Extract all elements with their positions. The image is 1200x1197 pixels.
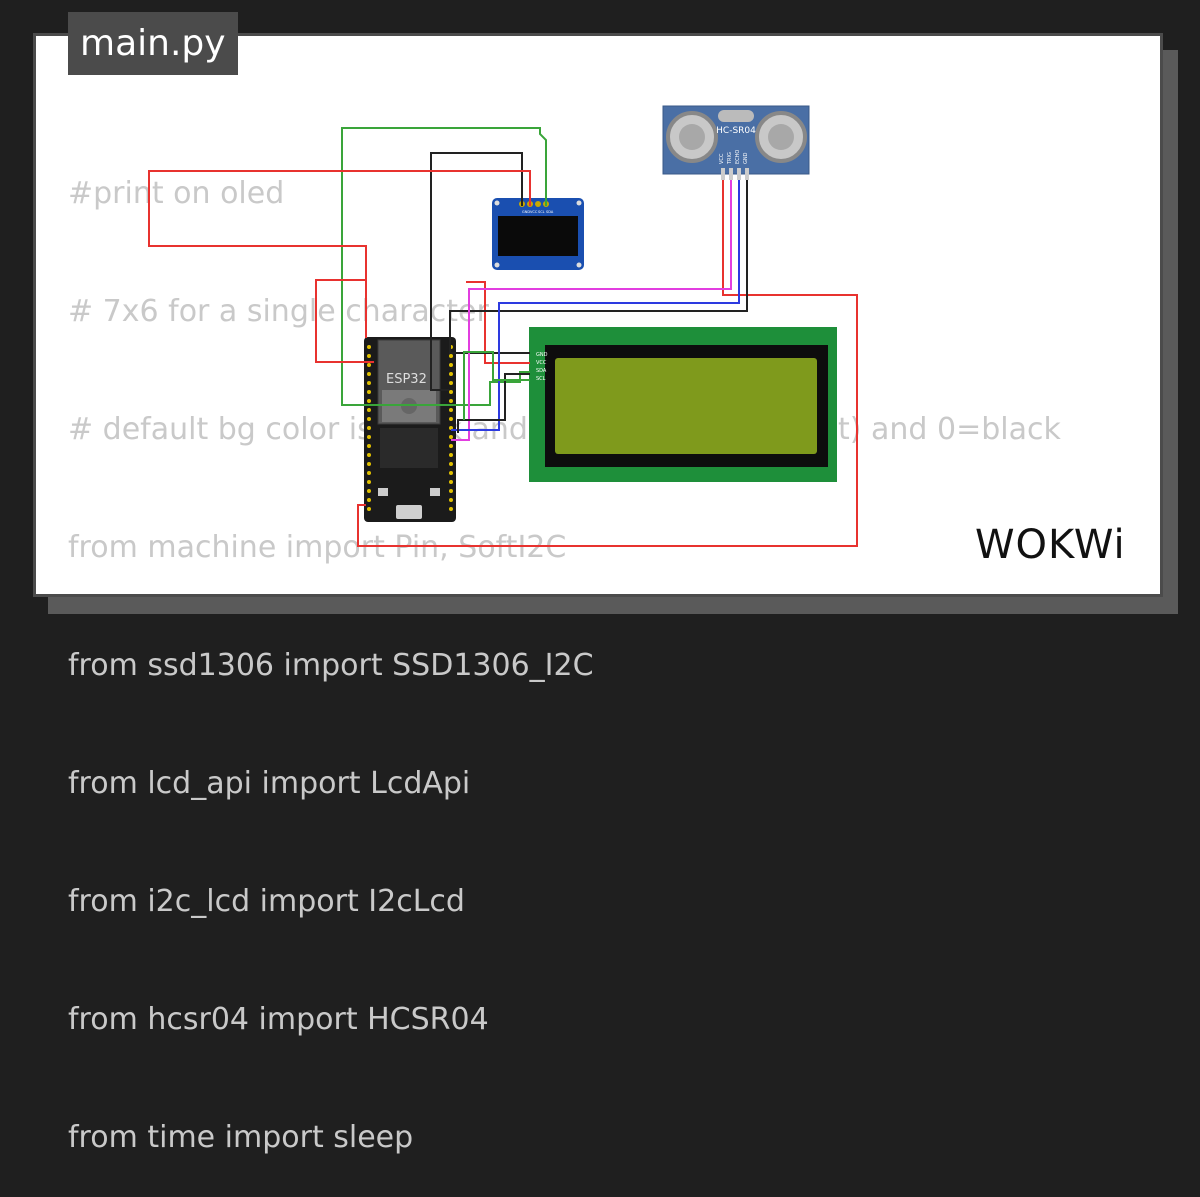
wire-red[interactable] <box>357 180 858 547</box>
esp32-board[interactable]: ESP32 <box>364 337 456 522</box>
lcd-display[interactable]: GND VCC SDA SCL <box>529 327 837 482</box>
wires <box>148 127 858 547</box>
esp32-pin-header-left <box>367 345 371 511</box>
code-line: from lcd_api import LcdApi <box>68 766 471 801</box>
ultrasonic-sensor[interactable]: HC-SR04 VCC TRIG ECHO GND <box>662 105 810 180</box>
wire-green[interactable] <box>463 351 530 420</box>
lcd-pin-label: VCC <box>536 360 547 366</box>
sensor-pin-label: TRIG <box>727 152 733 165</box>
lcd-pin-label: GND <box>536 352 548 358</box>
wire-black[interactable] <box>457 373 530 433</box>
wire-red[interactable] <box>466 281 530 364</box>
code-line: from machine import Pin, SoftI2C <box>68 530 567 565</box>
sensor-pin-label: ECHO <box>735 150 741 164</box>
sensor-label: HC-SR04 <box>716 126 756 136</box>
oled-pin-label: SDA <box>546 210 554 214</box>
wire-red[interactable] <box>148 170 531 338</box>
preview-card <box>33 33 1163 597</box>
wire-green[interactable] <box>341 127 547 406</box>
esp32-label: ESP32 <box>386 372 427 387</box>
sensor-pin-label: GND <box>743 152 749 164</box>
oled-pin-label: GND <box>522 210 530 214</box>
circuit-diagram: HC-SR04 VCC TRIG ECHO GND GND VCC SCL SD… <box>148 105 858 547</box>
code-line: from i2c_lcd import I2cLcd <box>68 884 465 919</box>
lcd-pin-label: SDA <box>536 368 547 374</box>
usb-port-icon <box>396 505 422 519</box>
wire-blue[interactable] <box>451 180 740 431</box>
wire-magenta[interactable] <box>451 180 732 441</box>
oled-display[interactable]: GND VCC SCL SDA <box>492 198 584 270</box>
code-line: from time import sleep <box>68 1120 414 1155</box>
oled-pin-label: VCC <box>530 210 538 214</box>
code-line: from ssd1306 import SSD1306_I2C <box>68 648 594 683</box>
lcd-pin-label: SCL <box>536 376 546 382</box>
wire-red[interactable] <box>315 279 374 363</box>
sensor-pin-label: VCC <box>719 153 725 164</box>
code-line: from hcsr04 import HCSR04 <box>68 1002 489 1037</box>
wokwi-logo[interactable]: WOKWi <box>975 522 1126 568</box>
code-line: #print on oled <box>68 176 285 211</box>
oled-pin-label: SCL <box>538 210 545 214</box>
filename-tab[interactable]: main.py <box>68 12 238 75</box>
